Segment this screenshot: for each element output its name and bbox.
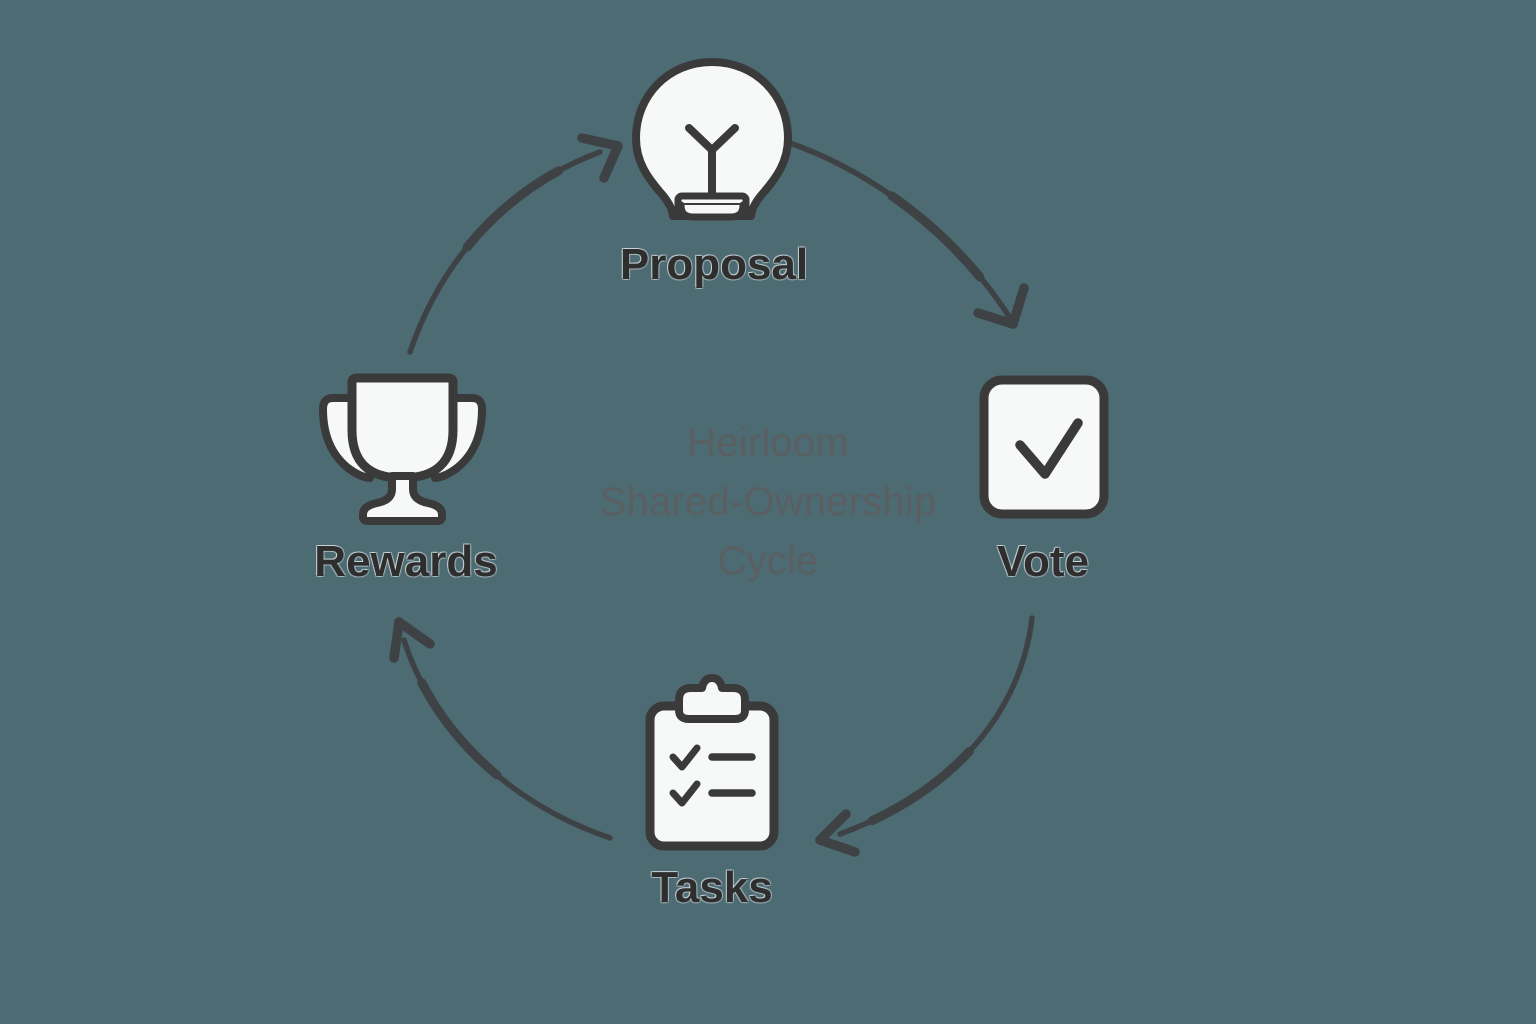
lightbulb-icon — [632, 58, 792, 221]
checkbox-check-icon — [979, 375, 1109, 519]
clipboard-checklist-icon — [645, 674, 779, 851]
node-label-rewards: Rewards — [314, 537, 498, 586]
center-title: Heirloom Shared-Ownership Cycle — [599, 421, 937, 584]
node-label-vote: Vote — [996, 537, 1090, 586]
node-label-tasks: Tasks — [651, 863, 773, 912]
arrow-proposal-to-vote — [785, 138, 1029, 329]
arrow-tasks-to-rewards — [389, 617, 615, 843]
node-label-proposal: Proposal — [619, 240, 809, 289]
arrow-vote-to-tasks — [815, 613, 1037, 857]
arrow-rewards-to-proposal — [405, 133, 623, 357]
trophy-icon — [319, 373, 486, 525]
